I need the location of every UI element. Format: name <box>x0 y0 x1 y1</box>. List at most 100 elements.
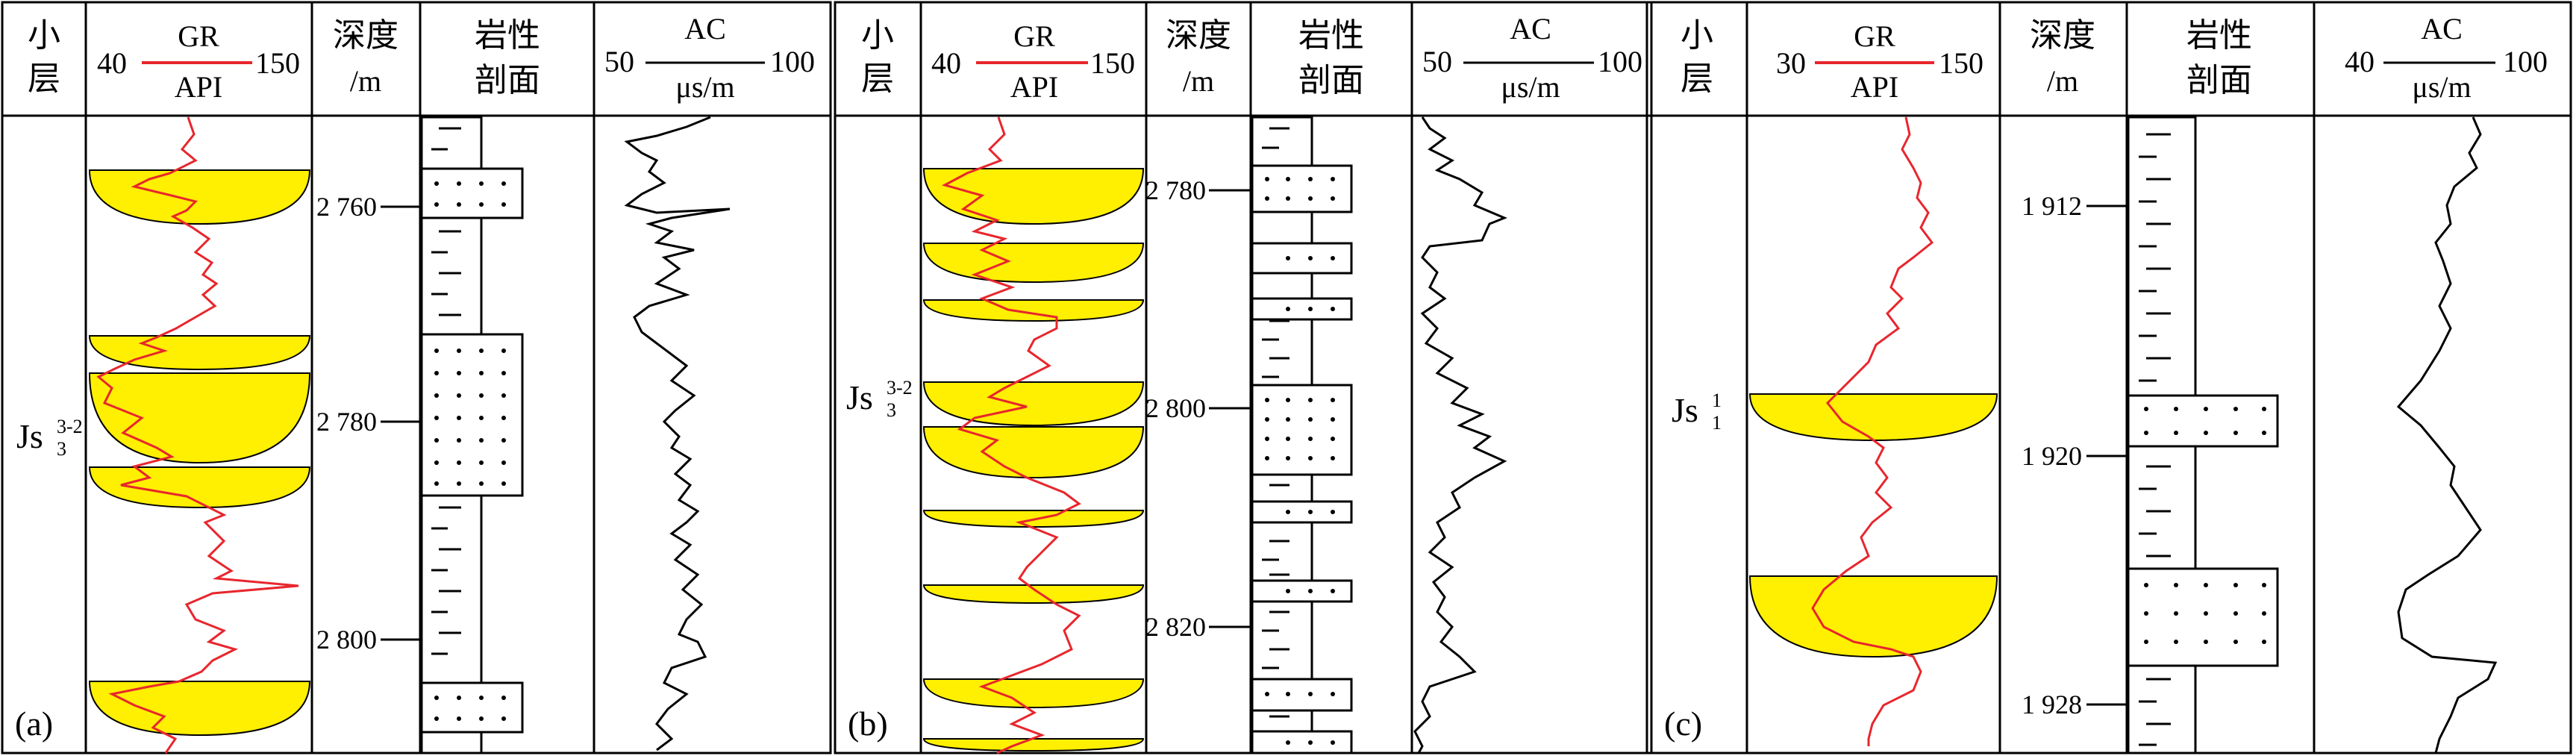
gr-curve <box>941 116 1081 755</box>
panel-frame <box>834 1 1653 755</box>
depth-header-line2: /m <box>2047 64 2078 98</box>
sandstone-bed <box>1251 297 1353 321</box>
panel-b-svg: 小 层 GR 40 150 API 深度 /m 岩性 剖面 AC 50 100 … <box>834 1 1653 755</box>
zone-header-line1: 小 <box>1681 16 1713 54</box>
ac-unit: μs/m <box>1501 70 1560 104</box>
sandstone-bed <box>420 681 524 734</box>
ac-curve <box>2396 116 2498 754</box>
depth-axis: 2 760 2 780 2 800 <box>316 192 420 655</box>
sand-body <box>922 299 1145 322</box>
depth-tick-label: 2 800 <box>316 625 377 655</box>
sand-body <box>922 168 1145 225</box>
depth-tick-label: 2 780 <box>1145 175 1206 205</box>
lithology-column <box>1251 116 1353 755</box>
gr-min: 40 <box>97 46 127 80</box>
lithology-column <box>2127 116 2279 755</box>
panel-label: (a) <box>15 705 53 743</box>
ac-unit: μs/m <box>675 70 734 104</box>
sandstone-dots <box>2144 407 2266 644</box>
sandstone-bed <box>1251 730 1353 755</box>
gr-unit: API <box>175 70 222 104</box>
mudstone-dashes <box>2139 133 2171 746</box>
panel-b: 小 层 GR 40 150 API 深度 /m 岩性 剖面 AC 50 100 … <box>833 0 1654 756</box>
sandstone-bed <box>1251 678 1353 712</box>
litho-header-line1: 岩性 <box>1298 16 1364 54</box>
sandstone-bed <box>1251 164 1353 213</box>
sandstone-dots <box>434 181 506 721</box>
depth-tick-label: 2 760 <box>316 192 377 222</box>
zone-label-sup: 1 <box>1712 390 1722 411</box>
sandstone-bed <box>1251 500 1353 524</box>
panel-label: (c) <box>1664 705 1702 743</box>
mudstone-dashes <box>431 127 461 655</box>
sand-body <box>88 466 311 509</box>
sand-body <box>88 372 311 464</box>
sand-bodies <box>1748 393 1998 658</box>
sand-body <box>1748 575 1998 658</box>
zone-label-sup: 3-2 <box>887 377 913 399</box>
sandstone-bed <box>1251 579 1353 603</box>
gr-curve <box>96 116 299 754</box>
sand-bodies <box>922 168 1145 752</box>
ac-max: 100 <box>770 45 815 78</box>
sandstone-bed <box>420 167 524 219</box>
zone-header-line2: 层 <box>28 60 60 98</box>
litho-header-line1: 岩性 <box>475 16 540 54</box>
depth-header-line1: 深度 <box>2030 16 2095 54</box>
sand-body <box>922 381 1145 427</box>
ac-min: 50 <box>604 45 634 78</box>
depth-tick-label: 1 912 <box>2022 191 2082 221</box>
ac-header: AC <box>684 12 726 46</box>
depth-tick-label: 2 780 <box>316 407 377 437</box>
ac-curve <box>624 116 731 752</box>
zone-label-base: Js <box>1672 391 1698 429</box>
panel-frame <box>1645 1 2572 755</box>
lithology-column <box>420 116 524 755</box>
gr-unit: API <box>1010 70 1058 104</box>
gr-min: 40 <box>931 46 961 80</box>
sand-body <box>88 681 311 737</box>
panel-label: (b) <box>848 705 888 743</box>
ac-min: 40 <box>2345 45 2375 78</box>
zone-label: Js <box>16 417 43 455</box>
zone-header-line2: 层 <box>861 60 894 98</box>
ac-header: AC <box>1510 12 1551 46</box>
gr-header: GR <box>1854 19 1895 53</box>
sand-body <box>88 169 311 225</box>
sand-body <box>922 426 1145 479</box>
depth-tick-label: 2 820 <box>1145 612 1206 642</box>
gr-header: GR <box>1013 19 1055 53</box>
depth-header-line2: /m <box>1183 64 1214 98</box>
zone-label-base: Js <box>846 378 873 416</box>
zone-label-sub: 3 <box>57 438 66 460</box>
litho-header-line1: 岩性 <box>2186 16 2252 54</box>
panel-a: 小 层 GR 40 150 API 深度 /m 岩性 剖面 AC 50 100 … <box>0 0 833 756</box>
zone-label: Js <box>846 378 873 416</box>
sandstone-dots <box>1265 177 1335 745</box>
zone-header-line2: 层 <box>1681 60 1713 98</box>
gr-curve <box>1811 116 1934 746</box>
panel-c: 小 层 GR 30 150 API 深度 /m 岩性 剖面 AC 40 100 … <box>1645 0 2576 756</box>
sand-body <box>922 678 1145 709</box>
ac-unit: μs/m <box>2412 70 2471 104</box>
zone-label-sup: 3-2 <box>57 416 83 437</box>
sandstone-bed <box>1251 242 1353 275</box>
gr-min: 30 <box>1776 46 1806 80</box>
depth-header-line1: 深度 <box>333 16 398 54</box>
gr-header: GR <box>178 19 219 53</box>
sandstone-bed <box>420 333 524 497</box>
zone-label-sub: 1 <box>1712 412 1722 434</box>
depth-tick-label: 1 928 <box>2022 690 2082 719</box>
panel-c-svg: 小 层 GR 30 150 API 深度 /m 岩性 剖面 AC 40 100 … <box>1645 1 2572 755</box>
depth-axis: 2 780 2 800 2 820 <box>1145 175 1251 642</box>
panel-frame <box>1 1 832 755</box>
depth-tick-label: 2 800 <box>1145 393 1206 423</box>
ac-min: 50 <box>1422 45 1452 78</box>
sand-body <box>922 584 1145 605</box>
sand-body <box>922 243 1145 284</box>
litho-header-line2: 剖面 <box>2186 61 2252 99</box>
depth-tick-label: 1 920 <box>2022 441 2082 471</box>
litho-header-line2: 剖面 <box>475 61 540 99</box>
sand-body <box>922 738 1145 752</box>
gr-max: 150 <box>255 46 300 80</box>
